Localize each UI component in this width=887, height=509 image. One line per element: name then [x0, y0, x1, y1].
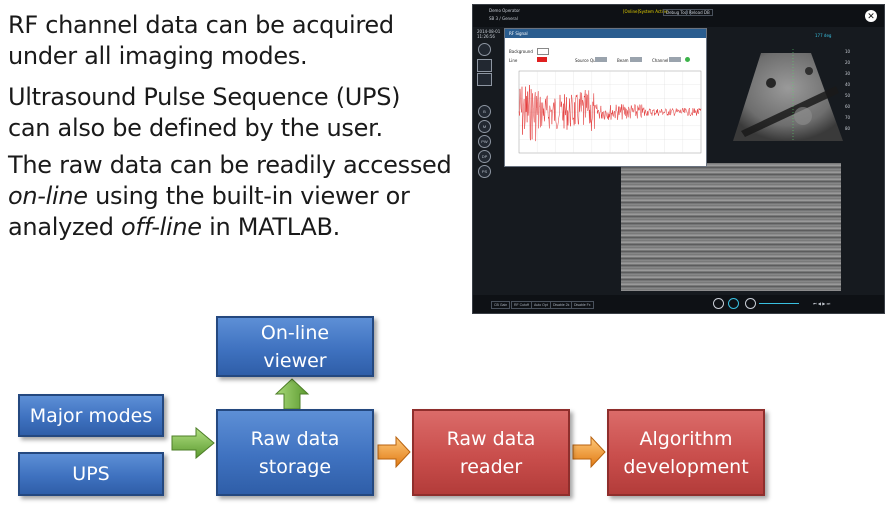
- ups-box: UPS: [18, 452, 164, 496]
- mode-button-m-label: M: [482, 124, 487, 129]
- depth-scale-mark: 40: [845, 82, 851, 87]
- mode-button-ps-label: PS: [481, 169, 488, 174]
- depth-scale-mark: 10: [845, 49, 851, 54]
- depth-scale-mark: 20: [845, 60, 851, 65]
- arrow-storage-to-viewer: [274, 378, 310, 410]
- channel-select[interactable]: [669, 57, 681, 62]
- raw-reader-line2: reader: [459, 455, 523, 478]
- record-icon[interactable]: [728, 298, 739, 309]
- beam-label: Beam: [617, 58, 629, 63]
- source-queue-label: Source Queue: [575, 58, 604, 63]
- freeze-icon[interactable]: [713, 298, 724, 309]
- depth-scale-mark: 50: [845, 93, 851, 98]
- depth-scale-mark: 70: [845, 115, 851, 120]
- beam-select[interactable]: [630, 57, 642, 62]
- raw-storage-line2: storage: [258, 455, 332, 478]
- mode-button-ps[interactable]: PS: [478, 165, 491, 178]
- mode-button-pw[interactable]: PW: [478, 135, 491, 148]
- source-queue-select[interactable]: [595, 57, 607, 62]
- ups-label: UPS: [72, 463, 110, 485]
- raw-reader-line1: Raw data: [446, 427, 536, 450]
- paragraph-raw-offline: off-line: [121, 213, 202, 241]
- online-viewer-line2: viewer: [263, 349, 327, 372]
- major-modes-box: Major modes: [18, 394, 164, 437]
- paragraph-raw-online: on-line: [8, 182, 88, 210]
- paragraph-raw-part3: in MATLAB.: [201, 213, 340, 241]
- algorithm-development-box: Algorithm development: [607, 409, 765, 496]
- rf-signal-window: RF Signal Background Line Source Queue B…: [504, 28, 707, 167]
- mode-button-pw-label: PW: [481, 139, 488, 144]
- operator-name: Demo Operator: [489, 8, 521, 13]
- play-icon[interactable]: [745, 298, 756, 309]
- disable-fx-button[interactable]: Disable Fx: [571, 301, 594, 309]
- mode-button-b[interactable]: B: [478, 105, 491, 118]
- screen-time: 11:26:56: [477, 34, 495, 39]
- online-viewer-box: On-line viewer: [216, 316, 374, 377]
- screenshot-top-bar: [473, 5, 884, 27]
- mode-button-dp-label: DP: [481, 154, 488, 159]
- channel-label: Channel: [652, 58, 669, 63]
- ultrasound-software-screenshot: Demo Operator SB 3 / General [Online]Sys…: [472, 4, 885, 314]
- mode-button-b-label: B: [483, 109, 486, 114]
- line-label: Line: [509, 58, 518, 63]
- system-status: [Online]System Active: [623, 9, 668, 14]
- depth-readout: 177 deg: [815, 33, 832, 38]
- m-mode-strip: [621, 163, 841, 291]
- paragraph-rf-data: RF channel data can be acquired under al…: [8, 10, 463, 72]
- ultrasound-b-mode-image: [733, 49, 843, 141]
- algo-line1: Algorithm: [639, 427, 733, 450]
- cine-slider[interactable]: [759, 303, 799, 304]
- background-color-swatch[interactable]: [537, 48, 549, 55]
- line-color-swatch[interactable]: [537, 57, 547, 62]
- close-icon[interactable]: ✕: [865, 10, 877, 22]
- paragraph-ups-text: Ultrasound Pulse Sequence (UPS) can also…: [8, 83, 401, 142]
- mode-button-dp[interactable]: DP: [478, 150, 491, 163]
- mode-button-m[interactable]: M: [478, 120, 491, 133]
- raw-storage-line1: Raw data: [250, 427, 340, 450]
- refresh-icon[interactable]: [685, 57, 690, 62]
- depth-scale-mark: 60: [845, 104, 851, 109]
- probe-name: SB 3 / General: [489, 16, 518, 21]
- playback-controls-icon[interactable]: ⏮ ◀ ▶ ⏭: [813, 301, 831, 306]
- online-viewer-line1: On-line: [260, 321, 330, 344]
- raw-data-storage-box: Raw data storage: [216, 409, 374, 496]
- screen-date: 2014-08-01: [477, 29, 501, 34]
- rf-window-title: RF Signal: [509, 31, 528, 36]
- depth-scale-mark: 30: [845, 71, 851, 76]
- rf-signal-plot: [518, 70, 702, 154]
- paragraph-raw-access: The raw data can be readily accessed on-…: [8, 150, 453, 243]
- paragraph-ups: Ultrasound Pulse Sequence (UPS) can also…: [8, 82, 438, 144]
- background-label: Background: [509, 49, 533, 54]
- paragraph-raw-part1: The raw data can be readily accessed: [8, 151, 452, 179]
- cb-gain-button[interactable]: CB Gain: [491, 301, 511, 309]
- rf-window-header: [505, 29, 706, 38]
- probe-icon[interactable]: [478, 43, 491, 56]
- disk-icon[interactable]: [477, 73, 492, 86]
- depth-scale-mark: 80: [845, 126, 851, 131]
- major-modes-label: Major modes: [29, 404, 153, 427]
- arrow-inputs-to-storage: [171, 426, 215, 460]
- algo-line2: development: [623, 455, 749, 478]
- folder-icon[interactable]: [477, 59, 492, 72]
- paragraph-rf-data-text: RF channel data can be acquired under al…: [8, 11, 394, 70]
- raw-data-reader-box: Raw data reader: [412, 409, 570, 496]
- debug-tool-button[interactable]: Debug Tool: [663, 9, 692, 16]
- reload-db-button[interactable]: Reload DB: [686, 9, 713, 16]
- arrow-reader-to-algorithm: [572, 435, 606, 469]
- arrow-storage-to-reader: [377, 435, 411, 469]
- paragraph-raw-part2: using the built-in viewer or analyzed: [8, 182, 410, 241]
